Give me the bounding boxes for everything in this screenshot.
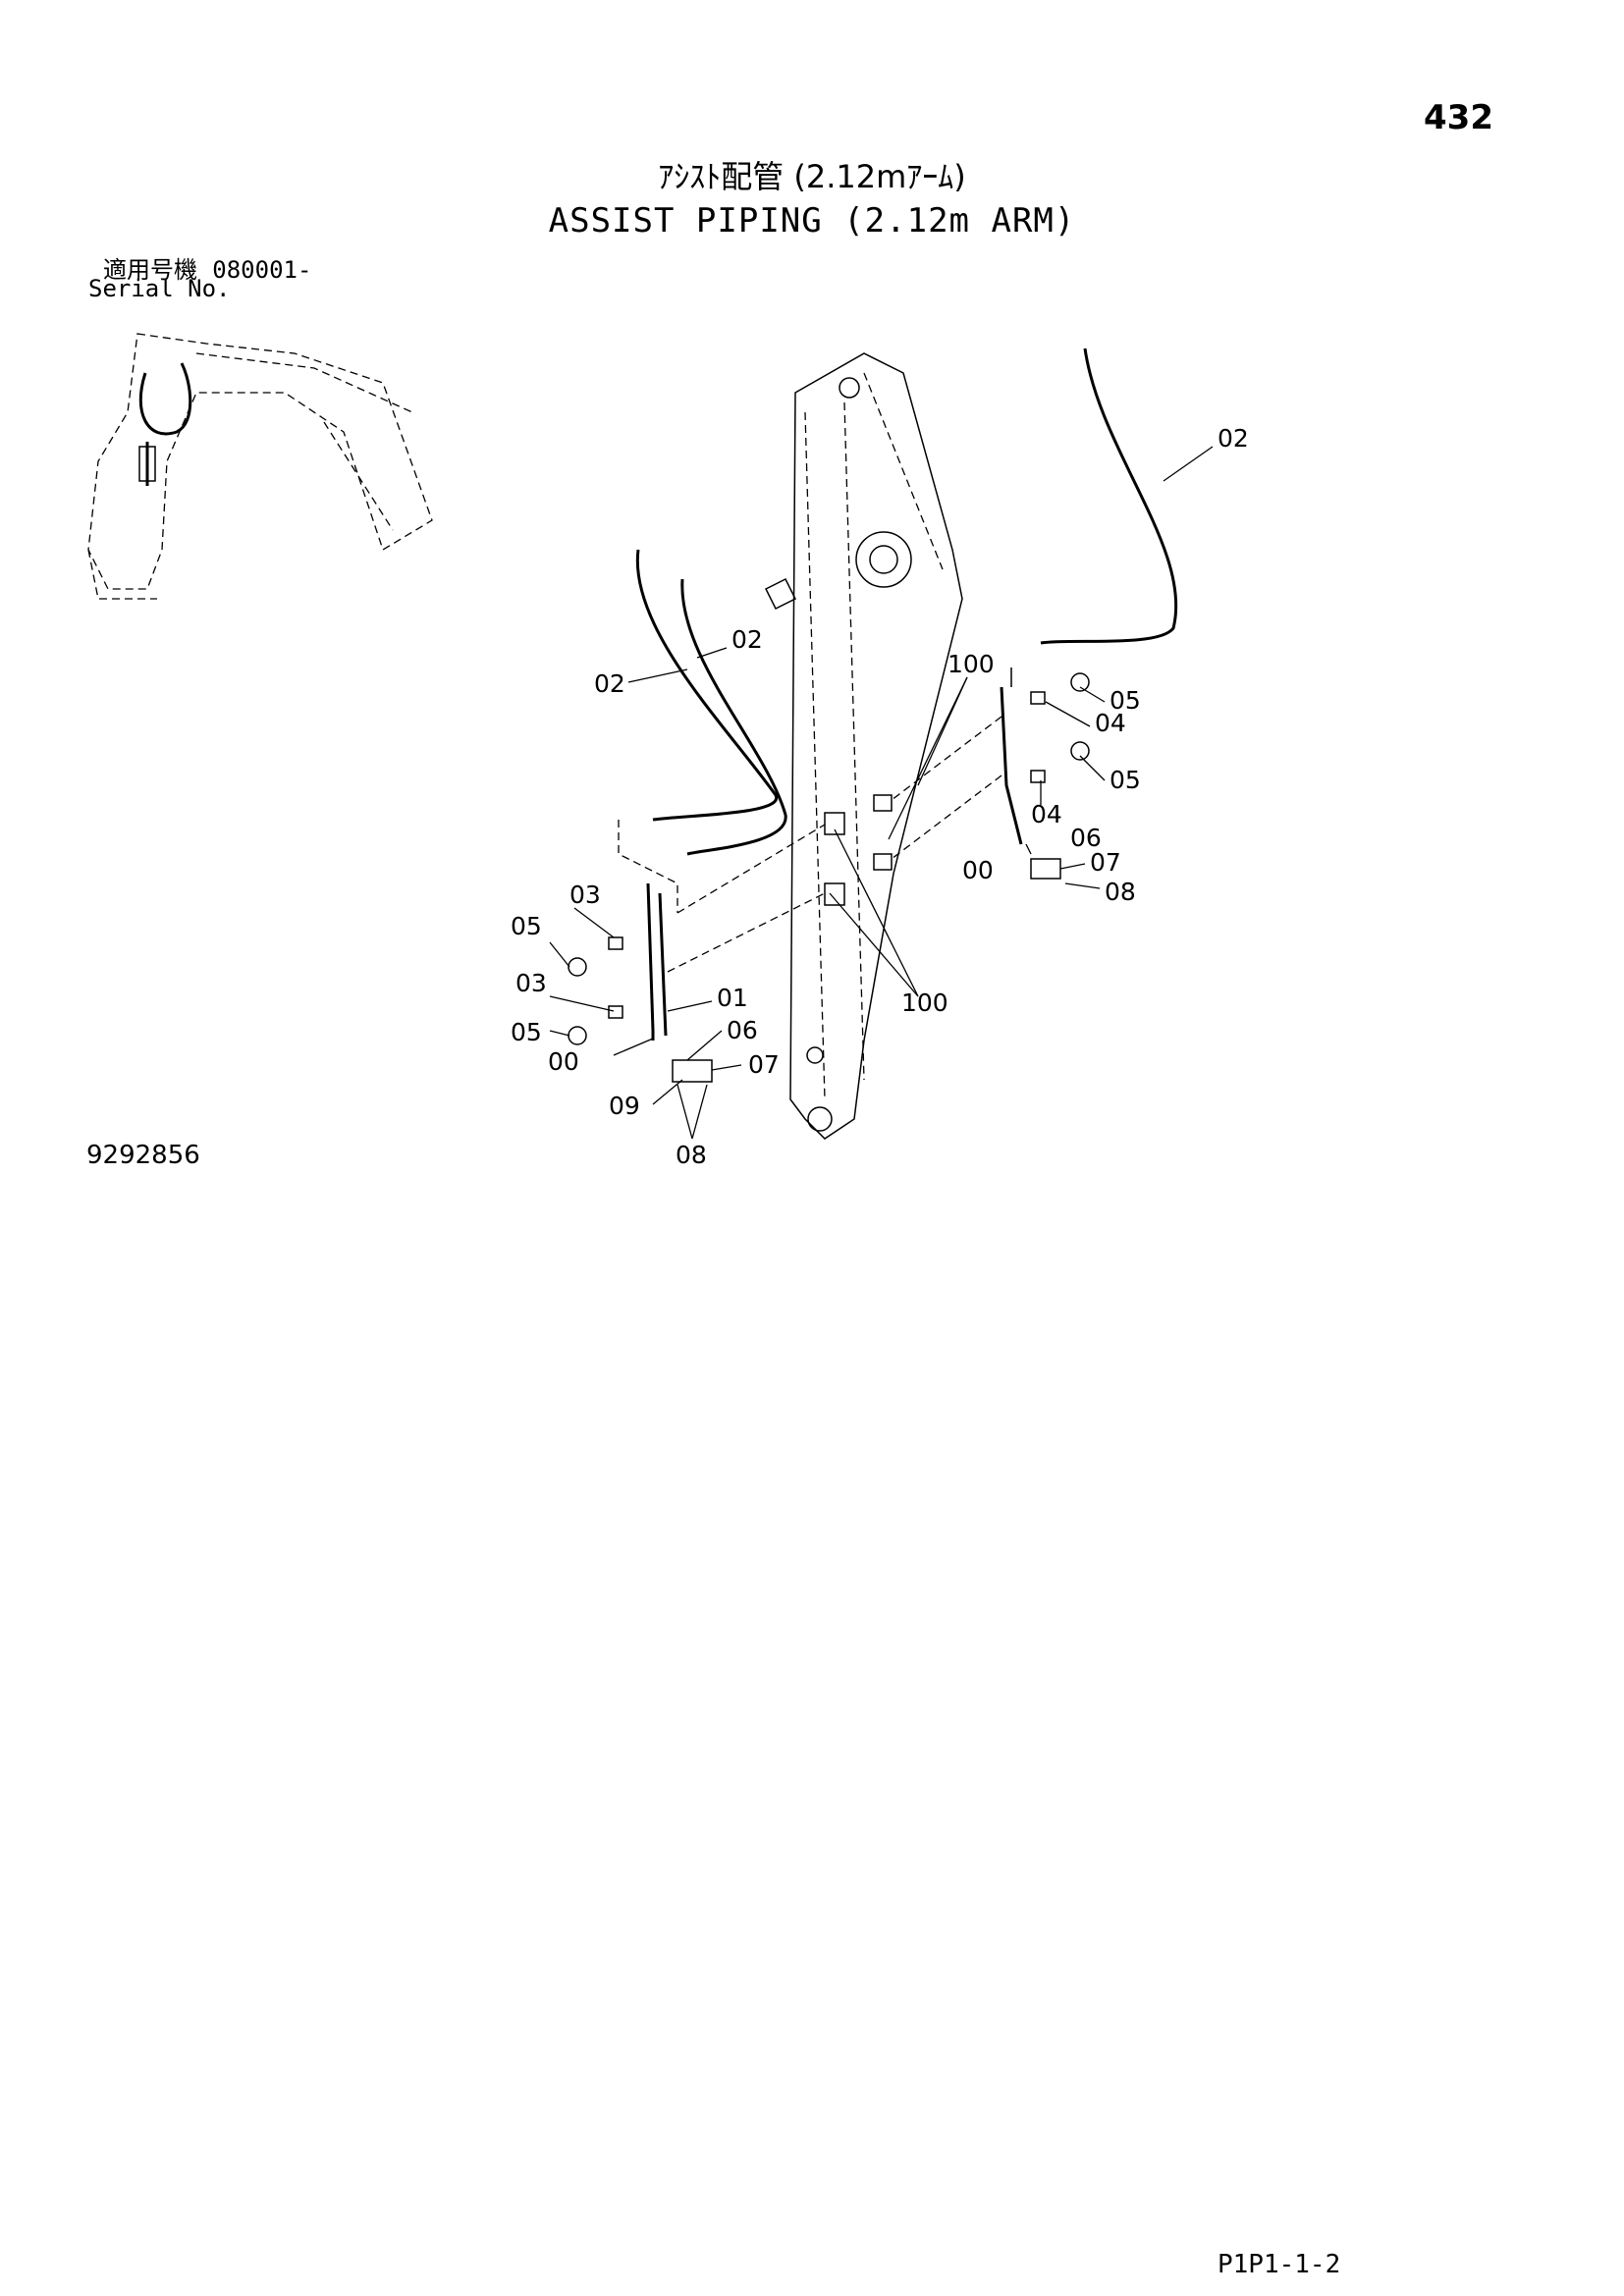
page-number: 432 bbox=[1424, 98, 1493, 137]
callout-label: 08 bbox=[676, 1141, 707, 1169]
callout-label: 02 bbox=[731, 625, 763, 654]
clamp-block-lower bbox=[824, 882, 845, 906]
callout-label: 02 bbox=[594, 669, 625, 698]
callout-label: 100 bbox=[901, 988, 948, 1017]
serial-value: 080001- bbox=[212, 256, 312, 284]
arm-outline bbox=[764, 352, 963, 1140]
title-english: ASSIST PIPING (2.12m ARM) bbox=[548, 201, 1076, 240]
callout-label: 06 bbox=[1070, 824, 1102, 852]
serial-label-ja-text: 適用号機 bbox=[103, 256, 197, 284]
callout-labels: 02 02 02 100 05 04 05 04 06 00 07 08 03 … bbox=[511, 424, 1249, 1169]
serial-label-english: Serial No. bbox=[88, 275, 231, 302]
callout-label: 07 bbox=[748, 1050, 780, 1079]
left-pipe-assembly bbox=[568, 820, 713, 1083]
callout-label: 03 bbox=[569, 881, 601, 909]
callout-label: 05 bbox=[511, 912, 542, 940]
callout-label: 05 bbox=[1110, 686, 1141, 715]
page-code: P1P1-1-2 bbox=[1218, 2250, 1341, 2279]
callout-label: 01 bbox=[717, 984, 748, 1012]
callout-label: 08 bbox=[1105, 878, 1136, 906]
callout-label: 07 bbox=[1090, 848, 1121, 877]
callout-label: 00 bbox=[548, 1047, 579, 1076]
callout-label: 04 bbox=[1031, 800, 1062, 828]
leader-lines bbox=[549, 446, 1214, 1140]
callout-label: 05 bbox=[511, 1018, 542, 1046]
machine-thumbnail bbox=[87, 333, 433, 600]
callout-label: 02 bbox=[1218, 424, 1249, 453]
callout-label: 04 bbox=[1095, 709, 1126, 737]
serial-label-japanese: 適用号機 080001- bbox=[103, 250, 311, 285]
title-japanese: ｱｼｽﾄ配管 (2.12mｱｰﾑ) bbox=[658, 158, 966, 195]
connecting-lines bbox=[667, 716, 1002, 973]
callout-label: 06 bbox=[727, 1016, 758, 1044]
clamp-block-right-upper bbox=[873, 794, 893, 812]
figure-number: 9292856 bbox=[86, 1141, 200, 1170]
callout-label: 100 bbox=[947, 650, 995, 678]
callout-label: 03 bbox=[515, 969, 547, 997]
clamp-block-right-lower bbox=[873, 853, 893, 871]
callout-label: 05 bbox=[1110, 766, 1141, 794]
callout-label: 00 bbox=[962, 856, 994, 884]
callout-label: 09 bbox=[609, 1092, 640, 1120]
clamp-block-upper bbox=[824, 812, 845, 835]
hoses bbox=[635, 347, 1178, 856]
